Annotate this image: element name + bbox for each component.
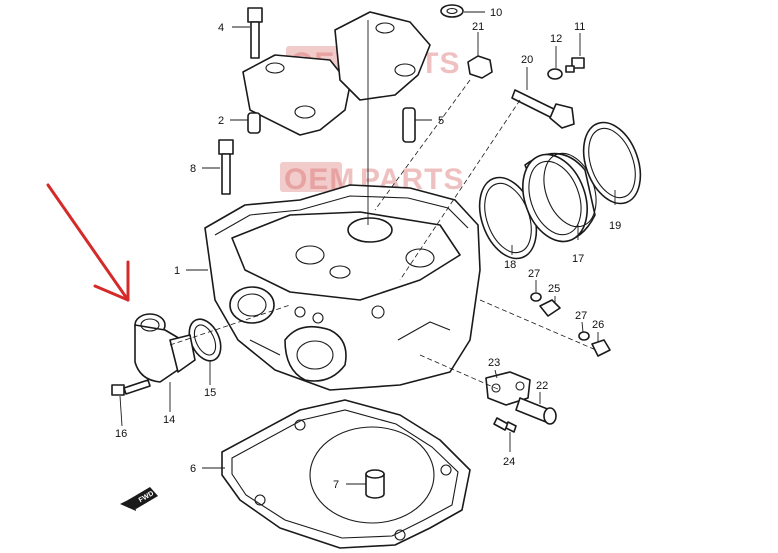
callout-4: 4 bbox=[218, 22, 224, 34]
callout-19: 19 bbox=[609, 220, 621, 232]
callout-labels: 4 2 5 8 1 6 7 10 21 11 12 20 19 17 18 27… bbox=[115, 7, 621, 491]
water-elbow-14 bbox=[134, 313, 196, 383]
washer-10 bbox=[440, 4, 464, 18]
dowel-pin bbox=[365, 469, 385, 499]
washer-27b bbox=[578, 331, 590, 341]
intake-pipe-17 bbox=[522, 152, 597, 243]
callout-17: 17 bbox=[572, 253, 584, 265]
assembly-line bbox=[479, 299, 597, 351]
callout-21: 21 bbox=[472, 21, 484, 33]
callout-11: 11 bbox=[574, 21, 585, 33]
callout-15: 15 bbox=[204, 387, 216, 399]
callout-5: 5 bbox=[438, 115, 444, 127]
callout-2: 2 bbox=[218, 115, 224, 127]
callout-27b: 27 bbox=[575, 310, 587, 322]
callout-26: 26 bbox=[592, 319, 604, 331]
callout-10: 10 bbox=[490, 7, 502, 19]
assembly-line bbox=[399, 99, 521, 281]
cylinder-head-gasket bbox=[221, 399, 471, 549]
assembly-line bbox=[419, 354, 501, 391]
fwd-arrow-icon: FWD bbox=[120, 487, 158, 511]
camshaft-holder bbox=[242, 11, 431, 136]
nut-21 bbox=[467, 55, 493, 79]
bolt-24 bbox=[493, 417, 517, 433]
bolt-16 bbox=[111, 379, 151, 396]
washer-12 bbox=[547, 68, 563, 80]
stud-5 bbox=[402, 107, 416, 143]
callout-12: 12 bbox=[550, 33, 562, 45]
clamp-19 bbox=[582, 121, 642, 205]
cylinder-head bbox=[204, 184, 481, 391]
callout-6: 6 bbox=[190, 463, 196, 475]
callout-8: 8 bbox=[190, 163, 196, 175]
callout-1: 1 bbox=[174, 265, 180, 277]
callout-16: 16 bbox=[115, 428, 127, 440]
callout-18: 18 bbox=[504, 259, 516, 271]
washer-27a bbox=[530, 292, 542, 302]
bolt-20 bbox=[511, 89, 575, 129]
callout-27a: 27 bbox=[528, 268, 540, 280]
highlight-arrow bbox=[46, 183, 130, 302]
bolt-11 bbox=[565, 57, 585, 73]
callout-20: 20 bbox=[521, 54, 533, 66]
callout-7: 7 bbox=[333, 479, 339, 491]
leader-lines bbox=[119, 11, 616, 485]
assembly-line bbox=[169, 304, 291, 346]
dowel-2 bbox=[247, 112, 261, 134]
bracket-23 bbox=[485, 371, 531, 406]
sensor-25 bbox=[539, 299, 561, 317]
callout-14: 14 bbox=[163, 414, 175, 426]
callout-23: 23 bbox=[488, 357, 500, 369]
callout-24: 24 bbox=[503, 456, 515, 468]
callout-25: 25 bbox=[548, 283, 560, 295]
bolt-26 bbox=[591, 339, 611, 357]
pin-22 bbox=[515, 397, 557, 425]
assembly-line bbox=[374, 79, 471, 211]
bolt-8 bbox=[218, 139, 234, 195]
bolt-4 bbox=[247, 7, 263, 59]
callout-22: 22 bbox=[536, 380, 548, 392]
